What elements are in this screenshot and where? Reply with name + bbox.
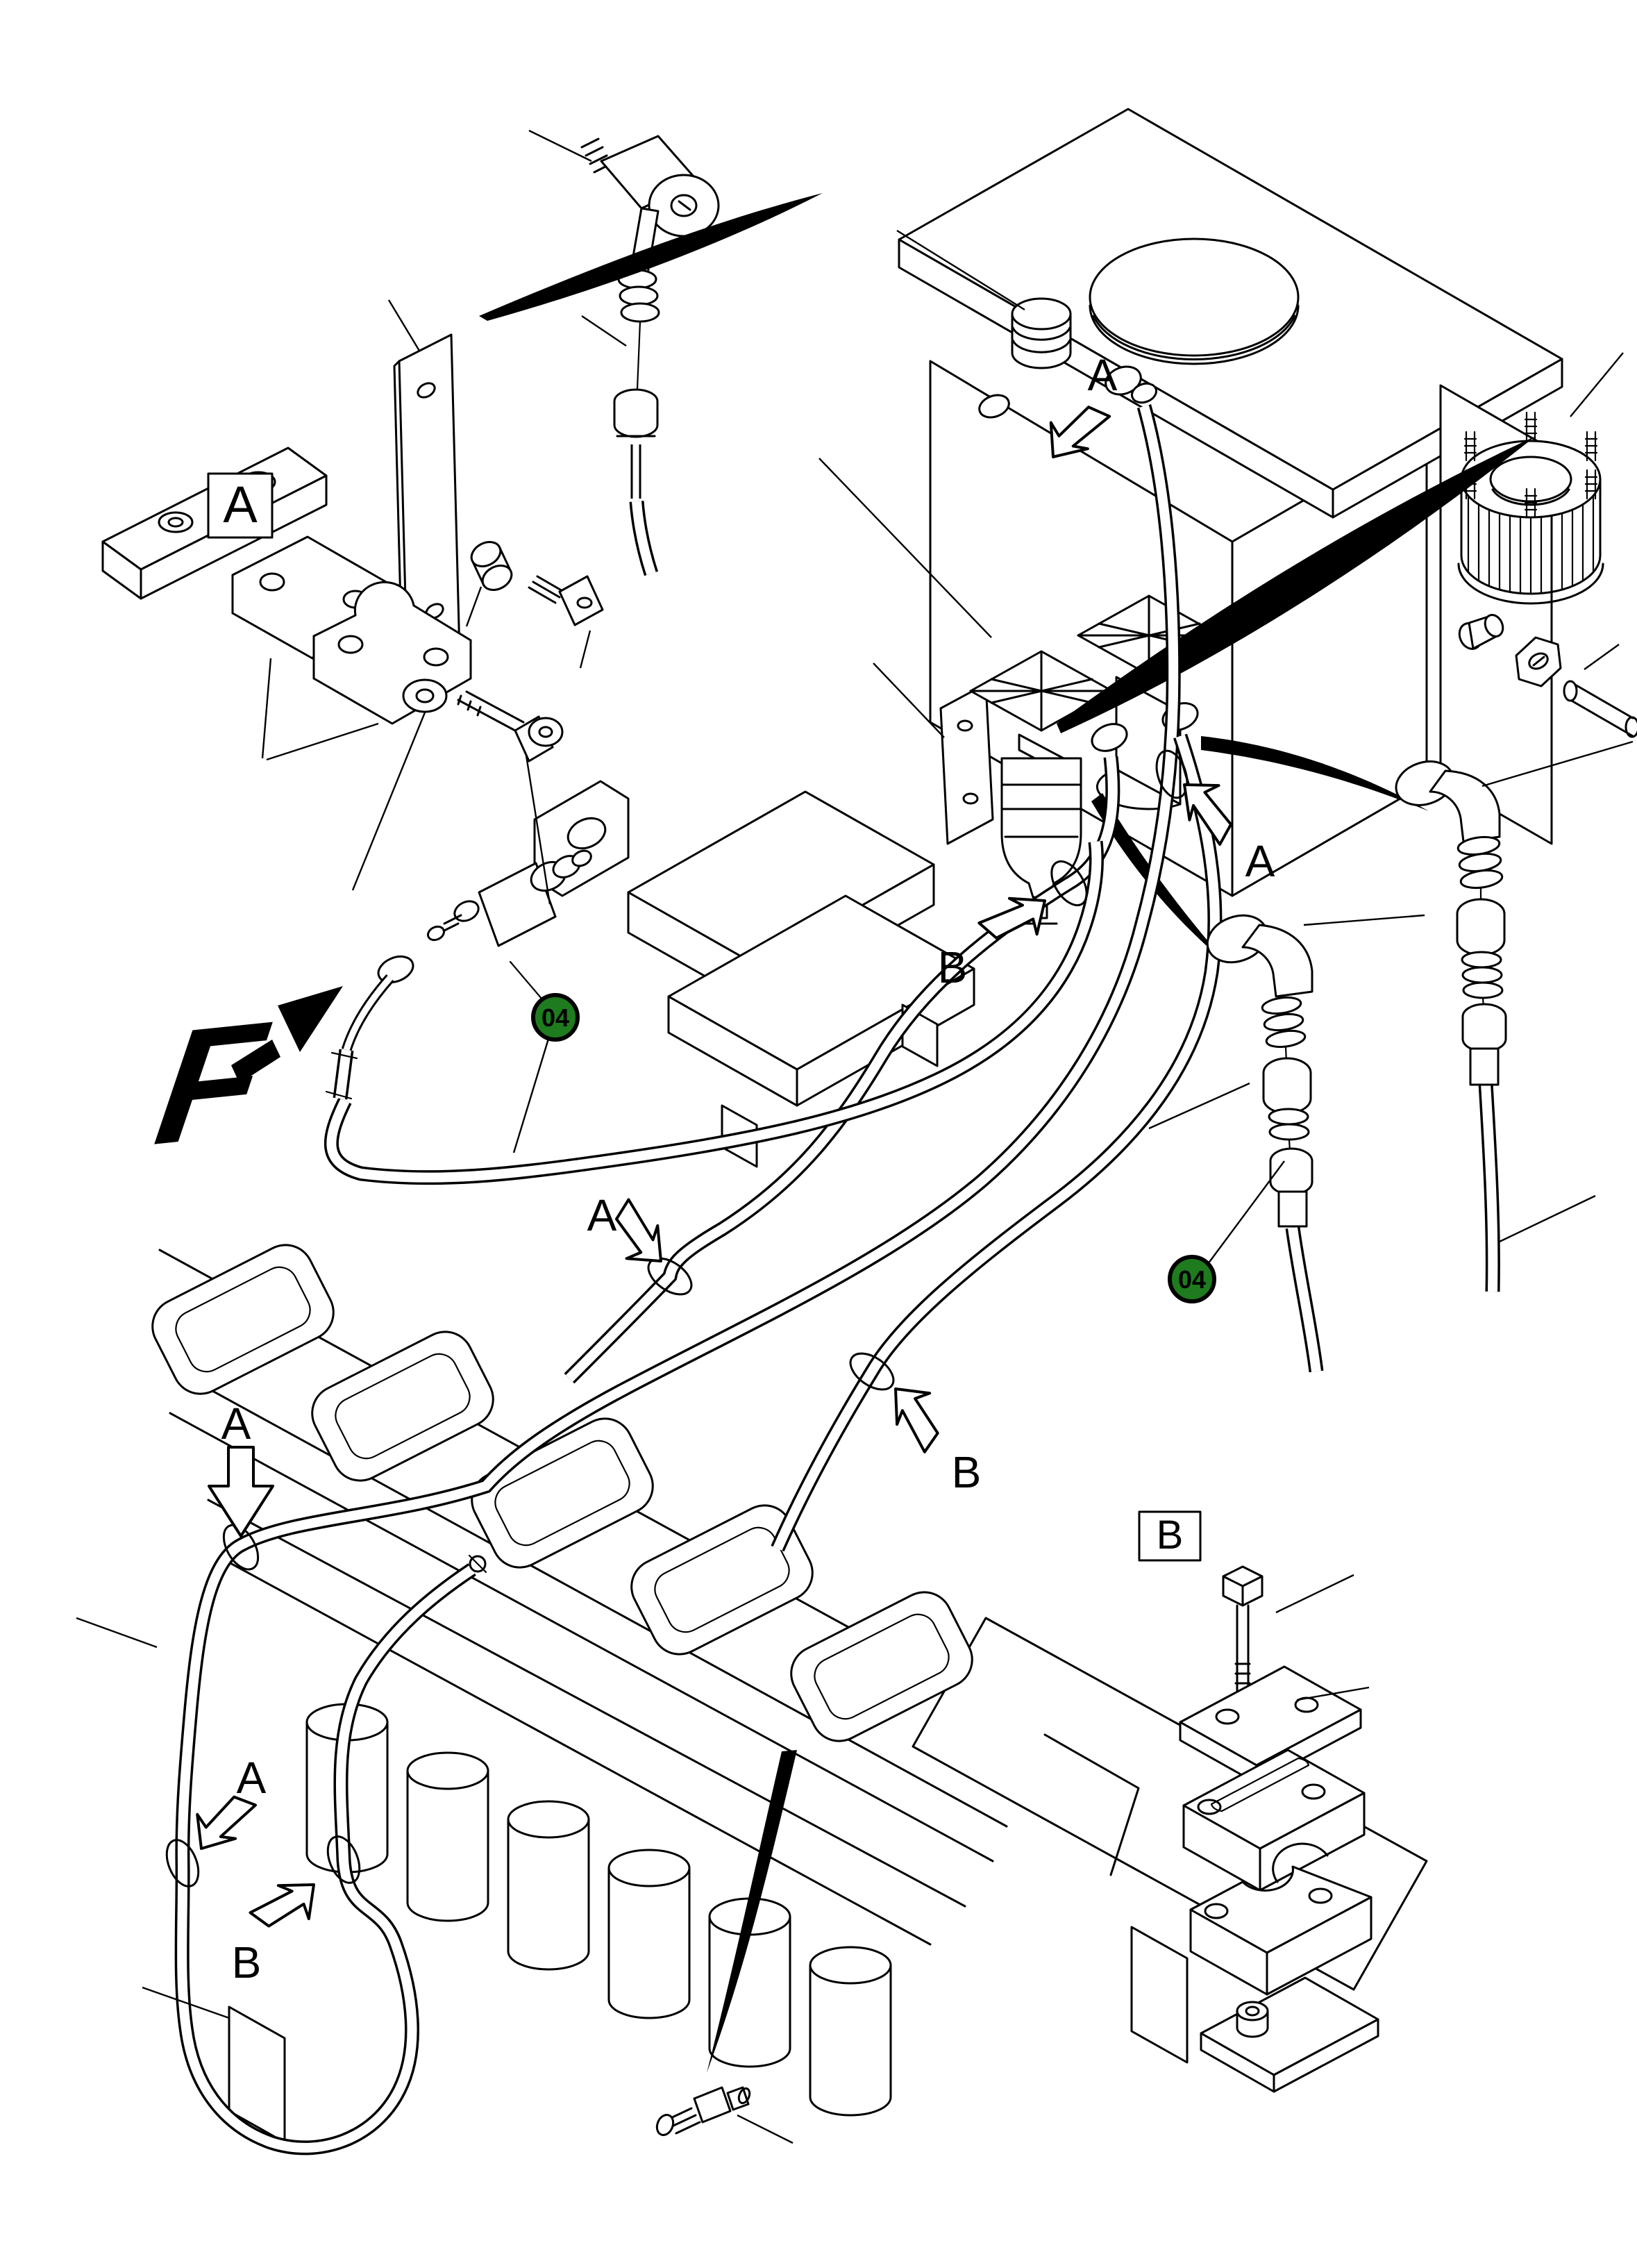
- detail-a-parts: [101, 447, 564, 762]
- tank-port-hole: [978, 394, 1010, 419]
- arrow-label-a-mid: A: [587, 1190, 617, 1240]
- arrow-label-a-top: A: [1088, 350, 1118, 400]
- strainer-slats: [1467, 494, 1595, 595]
- detail-box-a-label: A: [223, 476, 258, 533]
- arrow-a-hose-top: [208, 1446, 274, 1537]
- swoosh-to-nipple: [707, 1750, 797, 2073]
- tank-elbow-port: [1105, 365, 1157, 404]
- part-badge-right: 04: [1168, 1160, 1285, 1303]
- part-badge-right-text: 04: [1178, 1265, 1206, 1294]
- bottom-nipple-fitting: [655, 2086, 751, 2137]
- arrow-label-b-hose: B: [232, 1937, 262, 1987]
- annotation-arrows: A A B A B A A B: [181, 350, 1275, 1987]
- plug-nut-pipe: [1458, 614, 1637, 738]
- filler-cap: [1089, 237, 1300, 357]
- arrow-label-a-hose: A: [237, 1753, 267, 1803]
- mid-elbow-hose-chain: [1206, 914, 1313, 1228]
- loop-end-fitting: [468, 1554, 487, 1574]
- tank-support-bench: [627, 790, 975, 1168]
- pipe: [1569, 681, 1634, 737]
- breather-cap: [1011, 297, 1072, 369]
- engine-block: [151, 1244, 1428, 2144]
- detail-b-parts: [1179, 1565, 1379, 2093]
- detail-box-a: A: [207, 472, 274, 539]
- leader-lines: [76, 129, 1634, 2144]
- right-elbow-hose-chain: [1395, 760, 1507, 1086]
- arrow-label-a-hose-top: A: [221, 1399, 251, 1449]
- top-left-elbow-fitting: [580, 135, 720, 390]
- hoses: [174, 404, 1500, 2156]
- hose-clamps: [165, 749, 1189, 1887]
- fuel-filter-assembly: [939, 594, 1221, 925]
- spacer-and-bolt: [470, 540, 604, 626]
- view-marker-f-label: F: [146, 987, 278, 1179]
- detail-box-b-label: B: [1157, 1512, 1184, 1558]
- arrow-label-b-filter: B: [938, 942, 968, 992]
- detail-box-b: B: [1138, 1510, 1202, 1562]
- view-f-arrow-shaft: [231, 1040, 280, 1083]
- part-badge-left: 04: [512, 993, 580, 1153]
- valve-covers: [151, 1244, 973, 1742]
- arrow-b-hose: [246, 1866, 330, 1946]
- part-badge-left-text: 04: [542, 1003, 569, 1032]
- overflow-valve-assembly: [325, 780, 630, 1100]
- arrow-label-a-right: A: [1245, 836, 1275, 886]
- view-marker-f: F: [146, 986, 343, 1179]
- top-left-hose: [613, 388, 659, 576]
- view-f-arrow-head: [278, 986, 343, 1052]
- arrow-label-b-mid: B: [952, 1447, 982, 1497]
- engine-cylinders: [305, 1703, 892, 2117]
